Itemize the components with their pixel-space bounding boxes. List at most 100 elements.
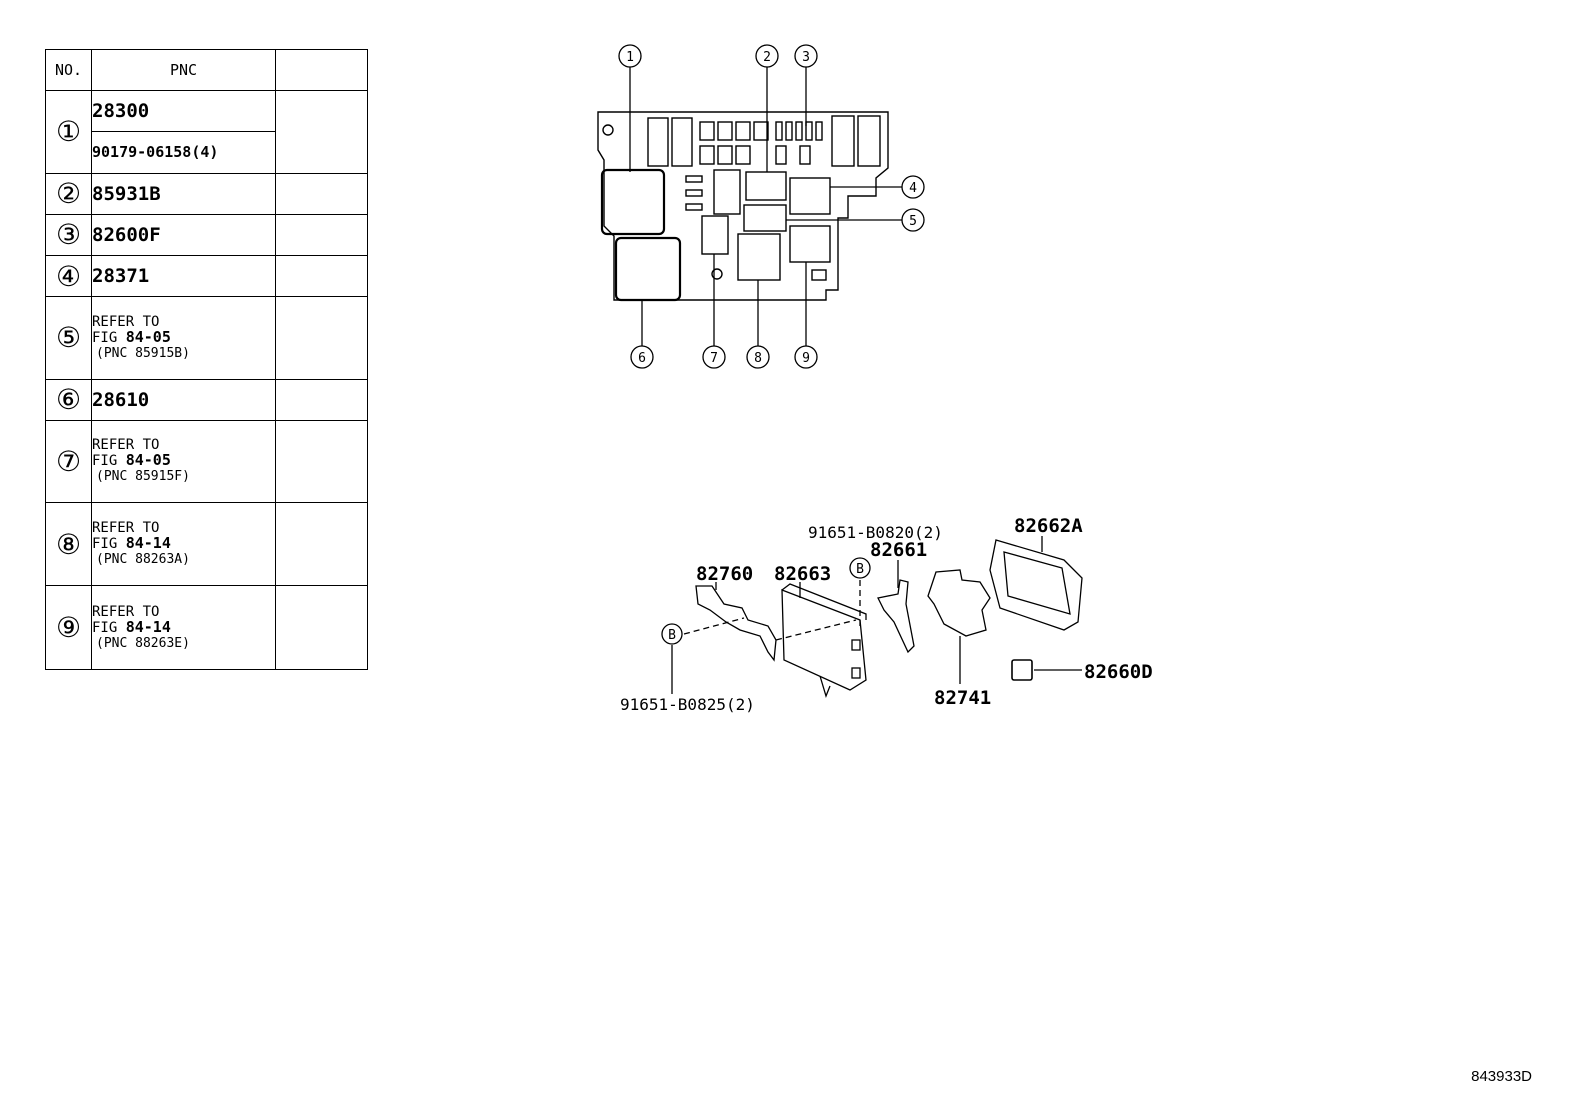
cover-82662a bbox=[989, 539, 1083, 631]
bracket-82760 bbox=[695, 585, 777, 662]
small-slot bbox=[685, 203, 703, 211]
refer-text: REFER TO bbox=[92, 520, 160, 537]
relay-6 bbox=[614, 236, 682, 302]
callout-label: 6 bbox=[638, 351, 646, 366]
fuse-slot bbox=[857, 115, 881, 167]
fuse-slot bbox=[815, 121, 823, 141]
fuse-slot bbox=[775, 145, 787, 165]
fig-line: FIG 84-05 bbox=[92, 327, 275, 346]
relay-2 bbox=[745, 171, 787, 201]
refer-text: REFER TO bbox=[92, 313, 160, 330]
fuse-slot bbox=[735, 121, 751, 141]
refer-block: REFER TO FIG 84-05 (PNC 85915F) bbox=[91, 419, 276, 504]
mounting-hole bbox=[711, 268, 723, 280]
fuse-slot bbox=[717, 145, 733, 165]
callout-label: 9 bbox=[802, 351, 810, 366]
callout-label: 5 bbox=[909, 214, 917, 229]
table-row: ⑦ REFER TO FIG 84-05 (PNC 85915F) bbox=[45, 419, 368, 504]
label-bolt-lower: 91651-B0825(2) bbox=[620, 695, 755, 714]
callout-4: 4 bbox=[901, 175, 925, 199]
bolt-path bbox=[683, 617, 745, 635]
fuse-slot bbox=[775, 121, 783, 141]
relay-5 bbox=[743, 204, 787, 232]
row-number: ③ bbox=[45, 213, 92, 256]
callout-label: 4 bbox=[909, 181, 917, 196]
diagram-code: 843933D bbox=[1471, 1068, 1532, 1085]
fig-line: FIG 84-14 bbox=[92, 536, 275, 552]
extra-cell bbox=[275, 254, 368, 298]
pnc-reference: (PNC 85915B) bbox=[96, 345, 190, 361]
extra-cell bbox=[275, 419, 368, 504]
relay-4 bbox=[789, 177, 831, 215]
extra-cell bbox=[275, 296, 368, 380]
row-number: ⑥ bbox=[45, 378, 92, 421]
relay-1 bbox=[600, 168, 666, 236]
callout-2: 2 bbox=[755, 44, 779, 68]
fuse-slot bbox=[753, 121, 769, 141]
row-number: ④ bbox=[45, 254, 92, 298]
fuse-slot bbox=[735, 145, 751, 165]
small-slot bbox=[685, 175, 703, 183]
ecu-tab bbox=[819, 675, 831, 698]
table-row: ② 85931B bbox=[45, 172, 368, 215]
fig-line: FIG 84-05 bbox=[92, 453, 275, 469]
fig-number: 84-05 bbox=[125, 327, 171, 346]
fuse-slot bbox=[805, 121, 813, 141]
table-row: 90179-06158(4) bbox=[46, 131, 368, 174]
fig-number: 84-14 bbox=[125, 534, 171, 553]
fuse-slot bbox=[831, 115, 855, 167]
pnc-value: 82600F bbox=[91, 213, 276, 256]
fig-prefix: FIG bbox=[92, 329, 126, 346]
label-82760: 82760 bbox=[696, 563, 753, 585]
row-number: ⑧ bbox=[45, 502, 92, 587]
relay-8 bbox=[737, 233, 781, 281]
callout-label: 7 bbox=[710, 351, 718, 366]
mounting-hole bbox=[602, 124, 614, 136]
ref-b-label: B bbox=[856, 562, 864, 577]
ecu-connector bbox=[851, 639, 861, 651]
pnc-reference: (PNC 85915F) bbox=[96, 469, 190, 485]
refer-block: REFER TO FIG 84-14 (PNC 88263A) bbox=[91, 502, 276, 587]
relay-7 bbox=[701, 215, 729, 255]
callout-1: 1 bbox=[618, 44, 642, 68]
ecu-82663 bbox=[781, 583, 867, 691]
pnc-value: 85931B bbox=[91, 172, 276, 215]
label-82661: 82661 bbox=[870, 539, 927, 561]
fuse-slot bbox=[795, 121, 803, 141]
ref-b-label: B bbox=[668, 628, 676, 643]
ecu-connector bbox=[851, 667, 861, 679]
callout-6: 6 bbox=[630, 345, 654, 369]
row-number: ⑨ bbox=[45, 585, 92, 670]
relay-box-outline bbox=[597, 111, 889, 301]
fig-prefix: FIG bbox=[92, 619, 126, 636]
callout-label: 8 bbox=[754, 351, 762, 366]
header-no: NO. bbox=[45, 48, 92, 92]
table-row: ③ 82600F bbox=[45, 213, 368, 256]
ref-b-marker-lower: B bbox=[661, 623, 683, 645]
extra-cell bbox=[275, 172, 368, 215]
label-bolt-upper: 91651-B0820(2) bbox=[808, 523, 943, 542]
extra-cell bbox=[275, 378, 368, 421]
relay-small bbox=[713, 169, 741, 215]
callout-9: 9 bbox=[794, 345, 818, 369]
fig-number: 84-14 bbox=[125, 617, 171, 636]
row-number: ① bbox=[45, 90, 92, 174]
extra-cell bbox=[275, 585, 368, 670]
fig-prefix: FIG bbox=[92, 453, 126, 470]
extra-cell bbox=[275, 502, 368, 587]
fuse-slot bbox=[647, 117, 669, 167]
relay-block-82741 bbox=[927, 569, 991, 637]
fuse-slot bbox=[699, 121, 715, 141]
fuse-slot bbox=[799, 145, 811, 165]
pnc-reference: (PNC 88263E) bbox=[96, 635, 190, 651]
table-row: ⑨ REFER TO FIG 84-14 (PNC 88263E) bbox=[45, 585, 368, 670]
refer-block: REFER TO FIG 84-05 (PNC 85915B) bbox=[91, 296, 276, 380]
table-row: ⑧ REFER TO FIG 84-14 (PNC 88263A) bbox=[45, 502, 368, 587]
label-82741: 82741 bbox=[934, 687, 991, 709]
assembly-drawing bbox=[671, 536, 1083, 698]
pnc-table: NO. PNC ① 28300 90179-06158(4) ② 85931B … bbox=[45, 48, 368, 670]
callout-8: 8 bbox=[746, 345, 770, 369]
table-row: ⑤ REFER TO FIG 84-05 (PNC 85915B) bbox=[45, 296, 368, 380]
relay-box-drawing bbox=[597, 111, 889, 302]
